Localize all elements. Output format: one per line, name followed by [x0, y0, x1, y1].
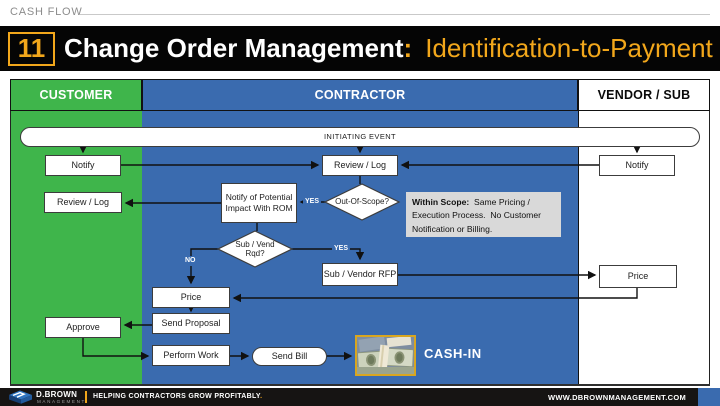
note-within-scope-lead: Within Scope: — [412, 197, 470, 207]
lane-header-vendor: VENDOR / SUB — [578, 79, 710, 111]
lane-body-vendor — [578, 111, 710, 384]
footer-divider — [85, 391, 87, 403]
lane-header-customer: CUSTOMER — [10, 79, 142, 111]
slide-number-badge: 11 — [8, 31, 55, 66]
node-contractor-review-log: Review / Log — [322, 155, 398, 176]
node-sub-vendor-rfp: Sub / Vendor RFP — [322, 263, 398, 286]
footer-website: WWW.DBROWNMANAGEMENT.COM — [547, 393, 686, 402]
footer-tagline: HELPING CONTRACTORS GROW PROFITABLY. — [93, 393, 263, 400]
title-bar: 11 Change Order Management : Identificat… — [0, 26, 720, 71]
note-within-scope: Within Scope: Same Pricing / Execution P… — [406, 192, 561, 237]
node-send-bill: Send Bill — [252, 347, 327, 366]
footer-brand: D.BROWN — [36, 390, 78, 399]
edge-label-out-of-scope-yes: YES — [303, 197, 322, 207]
dbrown-logo-icon — [9, 390, 32, 404]
footer-bar: D.BROWN MANAGEMENT HELPING CONTRACTORS G… — [0, 388, 698, 406]
footer-tagline-period: . — [260, 393, 263, 400]
node-customer-review-log: Review / Log — [44, 192, 122, 213]
node-perform-work: Perform Work — [152, 345, 230, 366]
footer-accent-block — [698, 388, 720, 406]
edge-label-sub-vend-yes: YES — [332, 244, 351, 254]
node-customer-notify: Notify — [45, 155, 121, 176]
footer-brand-sub: MANAGEMENT — [37, 398, 86, 404]
lane-body-customer — [10, 111, 142, 384]
node-contractor-price: Price — [152, 287, 230, 308]
node-send-proposal: Send Proposal — [152, 313, 230, 334]
cash-stack-image — [355, 335, 416, 376]
page-title: Change Order Management — [64, 33, 404, 63]
cash-in-label: CASH-IN — [424, 346, 482, 361]
decision-sub-vend-label: Sub / Vend Rqd? — [235, 239, 275, 258]
node-notify-rom: Notify of Potential Impact With ROM — [221, 183, 297, 223]
page-eyebrow: CASH FLOW — [10, 6, 83, 18]
node-approve: Approve — [45, 317, 121, 338]
note-within-scope-body: Same Pricing / Execution Process. No Cus… — [412, 197, 544, 234]
node-vendor-notify: Notify — [599, 155, 675, 176]
edge-label-sub-vend-no: NO — [183, 256, 198, 266]
eyebrow-divider — [80, 14, 710, 15]
node-initiating-event: INITIATING EVENT — [20, 127, 700, 147]
lane-header-contractor: CONTRACTOR — [142, 79, 578, 111]
decision-out-of-scope-label: Out-Of-Scope? — [335, 197, 389, 207]
page-title-accent: Identification-to-Payment — [425, 33, 713, 63]
page-title-colon: : — [403, 33, 413, 63]
node-vendor-price: Price — [599, 265, 677, 288]
